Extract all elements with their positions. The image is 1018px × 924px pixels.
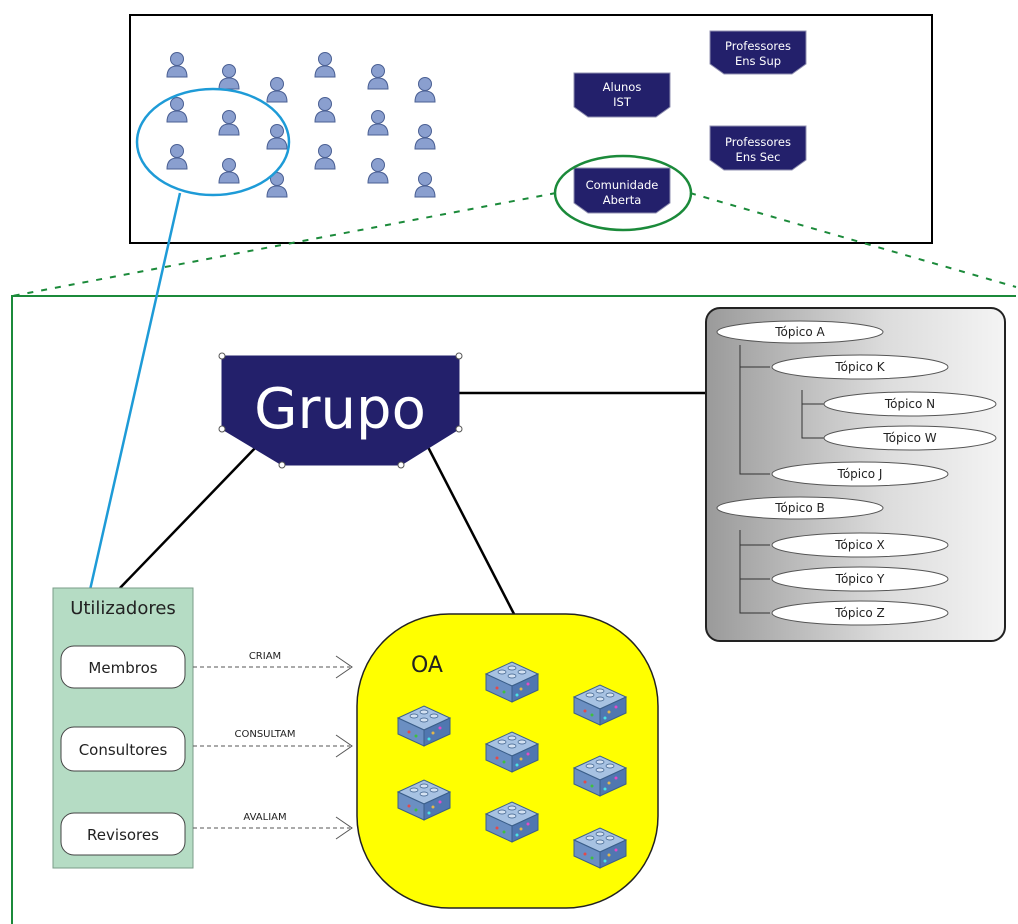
community-box — [129, 14, 933, 244]
users-link-line — [88, 192, 182, 591]
topics-panel: Tópico A Tópico K Tópico N Tópico W Tópi… — [705, 307, 1006, 642]
zoom-line-right — [689, 192, 1017, 288]
role-label: Consultores — [79, 741, 168, 759]
grupo-shape[interactable]: Grupo — [218, 352, 463, 469]
grupo-label: Grupo — [254, 377, 426, 442]
topic-label: Tópico K — [834, 360, 885, 374]
topic-label: Tópico J — [837, 467, 883, 481]
topic-label: Tópico A — [774, 325, 825, 339]
group-professores-ens-sup: Professores Ens Sup — [709, 30, 807, 75]
action-avaliam: AVALIAM — [193, 812, 353, 840]
topic-label: Tópico Z — [834, 606, 885, 620]
topic-j[interactable]: Tópico J — [771, 461, 949, 487]
topic-b[interactable]: Tópico B — [716, 496, 884, 520]
group-professores-ens-sec: Professores Ens Sec — [709, 125, 807, 171]
topic-label: Tópico X — [834, 538, 885, 552]
grupo-to-users-line — [119, 444, 259, 589]
group-label-line1: Comunidade — [586, 178, 659, 192]
role-membros[interactable]: Membros — [60, 645, 186, 689]
topic-k[interactable]: Tópico K — [771, 354, 949, 380]
detail-frame — [11, 295, 1016, 924]
group-label-line2: Ens Sup — [735, 54, 781, 68]
oa-container: OA — [356, 613, 659, 909]
action-consultam: CONSULTAM — [193, 729, 353, 758]
group-label-line2: IST — [613, 95, 632, 109]
group-comunidade-aberta: Comunidade Aberta — [573, 167, 671, 214]
role-revisores[interactable]: Revisores — [60, 812, 186, 856]
topic-x[interactable]: Tópico X — [771, 532, 949, 558]
group-label-line1: Professores — [725, 39, 791, 53]
group-label-line2: Ens Sec — [736, 150, 781, 164]
group-label-line2: Aberta — [603, 193, 642, 207]
role-consultores[interactable]: Consultores — [60, 726, 186, 772]
role-label: Revisores — [87, 826, 159, 844]
action-label: CONSULTAM — [235, 729, 296, 740]
topic-tree-lines — [739, 345, 824, 614]
topic-n[interactable]: Tópico N — [823, 391, 997, 417]
topic-a[interactable]: Tópico A — [716, 320, 884, 344]
users-selection-ellipse — [135, 87, 291, 197]
group-label-line1: Professores — [725, 135, 791, 149]
action-label: CRIAM — [249, 651, 281, 662]
topic-label: Tópico W — [882, 431, 936, 445]
topic-w[interactable]: Tópico W — [823, 425, 997, 451]
users-title: Utilizadores — [70, 598, 176, 619]
topic-y[interactable]: Tópico Y — [771, 566, 949, 592]
oa-label: OA — [411, 653, 443, 678]
topic-label: Tópico Y — [835, 572, 885, 586]
users-box: Utilizadores Membros Consultores Revisor… — [52, 587, 194, 869]
group-label-line1: Alunos — [603, 80, 642, 94]
action-label: AVALIAM — [243, 812, 286, 823]
grupo-to-oa-line — [426, 446, 516, 615]
topic-label: Tópico B — [774, 501, 825, 515]
group-alunos-ist: Alunos IST — [573, 72, 671, 118]
action-criam: CRIAM — [193, 651, 353, 679]
role-label: Membros — [88, 659, 157, 677]
topic-z[interactable]: Tópico Z — [771, 600, 949, 626]
topic-label: Tópico N — [884, 397, 935, 411]
